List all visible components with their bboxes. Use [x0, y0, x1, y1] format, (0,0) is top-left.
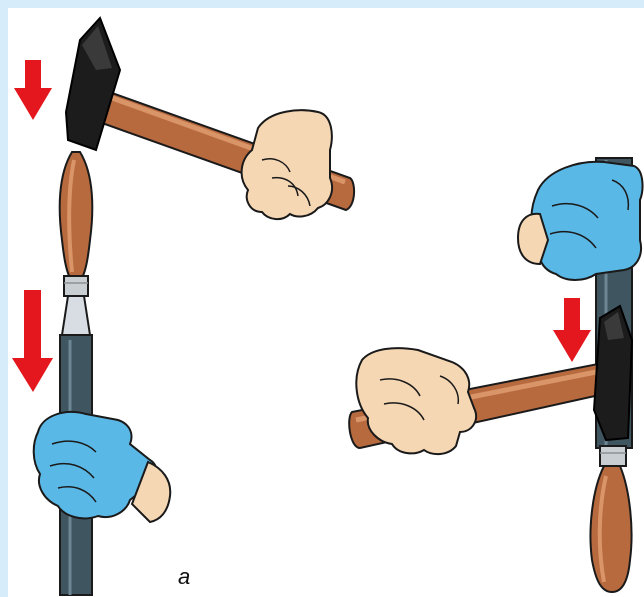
arrow-down-icon: [553, 298, 591, 362]
file-tool-icon: [60, 152, 93, 595]
right-illustration: [349, 158, 642, 592]
arrow-down-icon: [12, 290, 53, 392]
arrow-down-icon: [14, 60, 52, 120]
glove-hand-icon: [518, 162, 642, 280]
left-illustration: [12, 18, 354, 595]
glove-hand-icon: [34, 412, 171, 522]
figure-caption: a: [178, 566, 190, 588]
bare-hand-icon: [242, 110, 332, 219]
